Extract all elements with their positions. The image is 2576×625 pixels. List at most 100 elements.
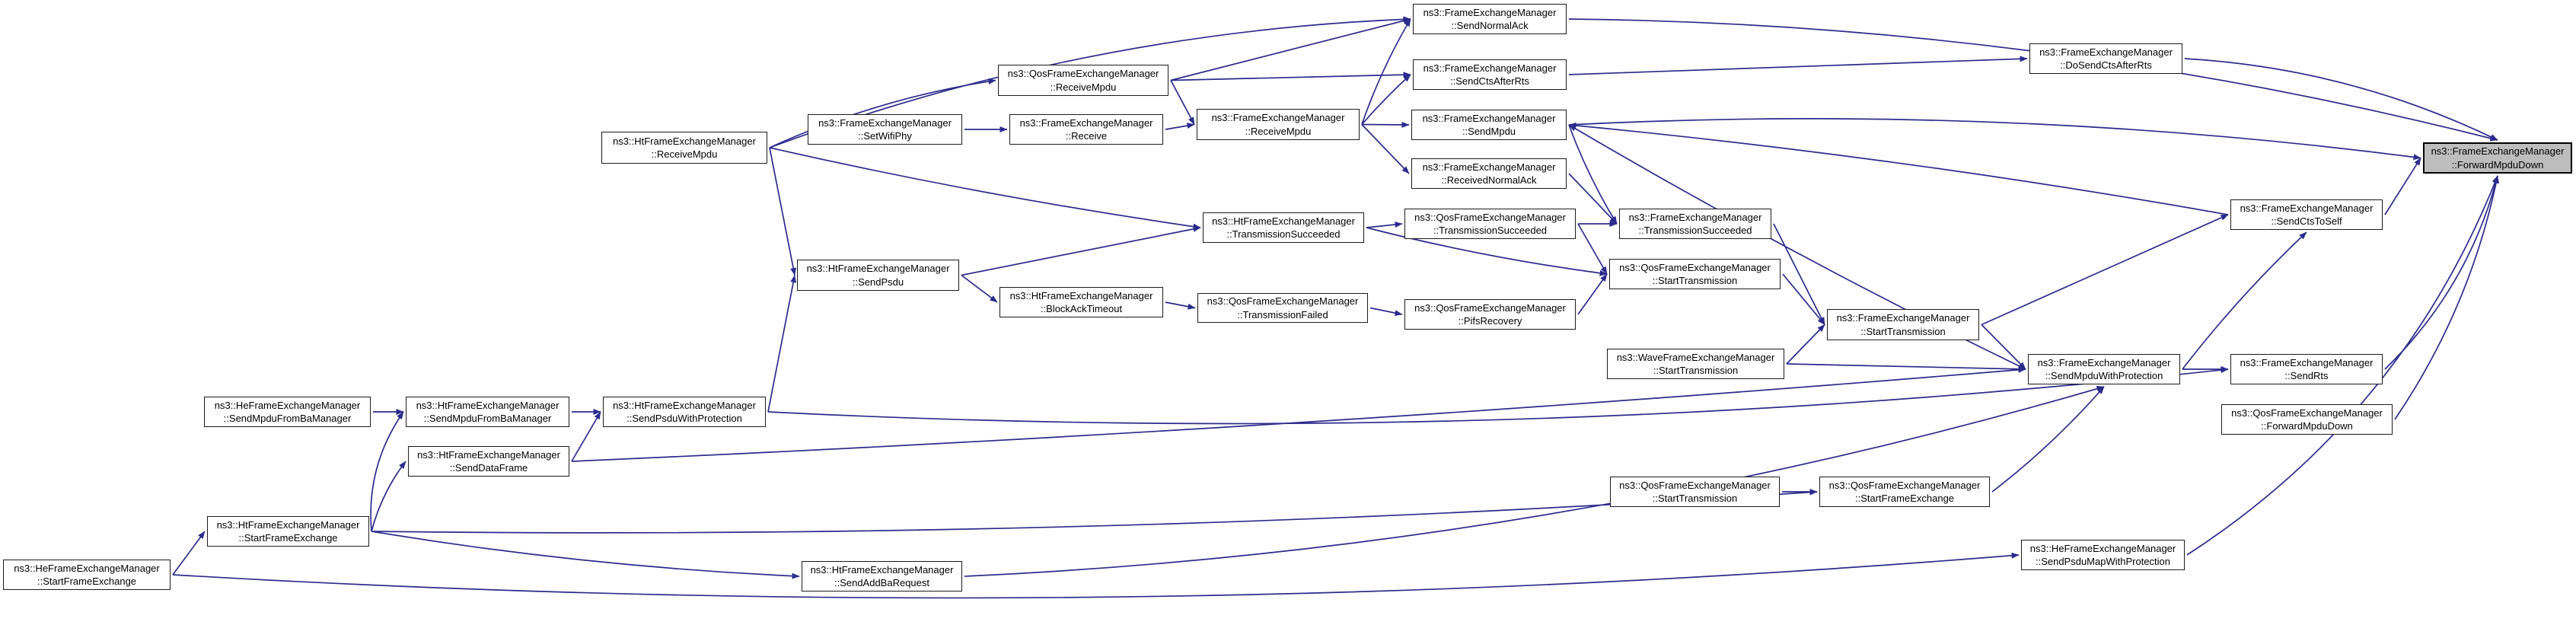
call-edge-ht-send-data-frame--ht-send-psdu-with-protection: [571, 411, 601, 462]
call-edge-ht-start-frame-exchange--ht-send-data-frame: [371, 461, 406, 532]
call-edge-ht-send-psdu-with-protection--ht-send-psdu: [767, 275, 797, 413]
graph-node-send-mpdu[interactable]: ns3::FrameExchangeManager::SendMpdu: [1411, 110, 1567, 140]
graph-node-fem-receive[interactable]: ns3::FrameExchangeManager::Receive: [1009, 114, 1163, 145]
node-method-name: ::PifsRecovery: [1458, 315, 1522, 327]
graph-node-qos-start-transmission-lower[interactable]: ns3::QosFrameExchangeManager::StartTrans…: [1610, 477, 1780, 507]
node-class-name: ns3::FrameExchangeManager: [1836, 312, 1970, 324]
node-class-name: ns3::HtFrameExchangeManager: [417, 448, 560, 461]
graph-node-he-send-psdu-map-with-protection[interactable]: ns3::HeFrameExchangeManager::SendPsduMap…: [2021, 540, 2185, 570]
graph-node-send-mpdu-with-protection[interactable]: ns3::FrameExchangeManager::SendMpduWithP…: [2028, 354, 2180, 384]
graph-node-send-normal-ack[interactable]: ns3::FrameExchangeManager::SendNormalAck: [1413, 4, 1567, 34]
call-edge-ht-send-psdu--ht-block-ack-timeout: [961, 274, 998, 303]
call-edge-ht-send-add-ba-request--send-mpdu-with-protection: [964, 385, 2105, 577]
call-edge-qos-forward-mpdu-down--forward-mpdu-down: [2394, 175, 2500, 420]
node-method-name: ::ForwardMpduDown: [2261, 420, 2353, 432]
graph-node-qos-receive-mpdu[interactable]: ns3::QosFrameExchangeManager::ReceiveMpd…: [998, 65, 1168, 96]
node-method-name: ::ReceivedNormalAck: [1441, 174, 1537, 186]
node-method-name: ::TransmissionSucceeded: [1226, 228, 1341, 240]
graph-node-received-normal-ack[interactable]: ns3::FrameExchangeManager::ReceivedNorma…: [1411, 158, 1567, 189]
graph-node-ht-block-ack-timeout[interactable]: ns3::HtFrameExchangeManager::BlockAckTim…: [999, 287, 1163, 317]
call-edge-fem-transmission-succeeded--fem-start-transmission: [1773, 223, 1825, 325]
call-edge-do-send-cts-after-rts--forward-mpdu-down: [2184, 58, 2498, 141]
graph-node-ht-send-psdu-with-protection[interactable]: ns3::HtFrameExchangeManager::SendPsduWit…: [603, 397, 766, 427]
call-edge-send-normal-ack--forward-mpdu-down: [1568, 18, 2498, 142]
node-method-name: ::SendPsduMapWithProtection: [2035, 556, 2171, 567]
graph-node-set-wifi-phy[interactable]: ns3::FrameExchangeManager::SetWifiPhy: [808, 114, 962, 145]
node-class-name: ns3::HtFrameExchangeManager: [613, 135, 756, 147]
node-method-name: ::ReceiveMpdu: [1245, 125, 1312, 137]
node-class-name: ns3::FrameExchangeManager: [1423, 62, 1557, 74]
graph-node-ht-send-add-ba-request[interactable]: ns3::HtFrameExchangeManager::SendAddBaRe…: [802, 561, 962, 592]
call-edge-send-cts-to-self--send-mpdu: [1568, 122, 2229, 215]
graph-node-qos-start-transmission-upper[interactable]: ns3::QosFrameExchangeManager::StartTrans…: [1609, 259, 1781, 289]
graph-node-ht-transmission-succeeded[interactable]: ns3::HtFrameExchangeManager::Transmissio…: [1203, 212, 1364, 243]
call-edge-ht-send-psdu--ht-transmission-succeeded: [961, 225, 1201, 276]
node-class-name: ns3::QosFrameExchangeManager: [1619, 479, 1771, 491]
node-class-name: ns3::FrameExchangeManager: [1422, 161, 1556, 173]
call-edge-ht-receive-mpdu--qos-receive-mpdu: [769, 78, 996, 148]
call-edge-fem-receive-mpdu--send-cts-after-rts: [1361, 74, 1411, 126]
graph-node-ht-send-psdu[interactable]: ns3::HtFrameExchangeManager::SendPsdu: [797, 260, 959, 291]
node-method-name: ::SendRts: [2284, 370, 2329, 381]
node-class-name: ns3::QosFrameExchangeManager: [1007, 68, 1159, 80]
node-class-name: ns3::HtFrameExchangeManager: [216, 518, 360, 531]
graph-node-qos-transmission-succeeded[interactable]: ns3::QosFrameExchangeManager::Transmissi…: [1404, 209, 1576, 239]
graph-node-wave-start-transmission[interactable]: ns3::WaveFrameExchangeManager::StartTran…: [1607, 349, 1784, 379]
call-edge-ht-send-data-frame--send-mpdu-with-protection: [571, 366, 2026, 462]
graph-node-ht-send-mpdu-from-ba[interactable]: ns3::HtFrameExchangeManager::SendMpduFro…: [406, 397, 569, 427]
node-method-name: ::Receive: [1065, 130, 1108, 142]
call-edge-qos-pifs-recovery--qos-start-transmission-upper: [1577, 273, 1608, 315]
graph-node-fem-transmission-succeeded[interactable]: ns3::FrameExchangeManager::TransmissionS…: [1619, 209, 1771, 239]
call-edge-ht-start-frame-exchange--ht-send-add-ba-request: [371, 531, 800, 579]
graph-node-qos-forward-mpdu-down[interactable]: ns3::QosFrameExchangeManager::ForwardMpd…: [2221, 404, 2393, 435]
call-edge-qos-transmission-failed--qos-pifs-recovery: [1369, 307, 1403, 317]
graph-node-he-send-mpdu-from-ba[interactable]: ns3::HeFrameExchangeManager::SendMpduFro…: [204, 397, 371, 427]
graph-node-fem-receive-mpdu[interactable]: ns3::FrameExchangeManager::ReceiveMpdu: [1197, 109, 1360, 140]
node-class-name: ns3::HtFrameExchangeManager: [1212, 215, 1355, 227]
node-class-name: ns3::HtFrameExchangeManager: [1009, 289, 1153, 301]
node-method-name: ::SendPsdu: [852, 276, 904, 288]
call-edge-send-cts-after-rts--do-send-cts-after-rts: [1568, 56, 2028, 75]
node-class-name: ns3::FrameExchangeManager: [2037, 356, 2171, 368]
node-method-name: ::ForwardMpduDown: [2451, 158, 2544, 171]
node-method-name: ::SendNormalAck: [1451, 20, 1529, 31]
node-method-name: ::SendCtsAfterRts: [1449, 75, 1530, 87]
node-method-name: ::StartTransmission: [1860, 325, 1946, 337]
graph-node-qos-pifs-recovery[interactable]: ns3::QosFrameExchangeManager::PifsRecove…: [1404, 299, 1576, 330]
node-class-name: ns3::HeFrameExchangeManager: [14, 562, 160, 574]
graph-node-forward-mpdu-down[interactable]: ns3::FrameExchangeManager::ForwardMpduDo…: [2423, 142, 2572, 174]
node-method-name: ::SendMpduFromBaManager: [423, 413, 552, 424]
graph-node-fem-start-transmission[interactable]: ns3::FrameExchangeManager::StartTransmis…: [1827, 309, 1979, 340]
node-method-name: ::SendDataFrame: [449, 462, 528, 474]
node-method-name: ::SendMpdu: [1462, 126, 1516, 137]
node-class-name: ns3::QosFrameExchangeManager: [1414, 211, 1566, 223]
call-edge-ht-start-frame-exchange--qos-start-frame-exchange: [371, 489, 1818, 534]
call-edge-send-mpdu--forward-mpdu-down: [1568, 118, 2421, 161]
graph-node-send-rts[interactable]: ns3::FrameExchangeManager::SendRts: [2230, 354, 2383, 384]
graph-node-qos-start-frame-exchange[interactable]: ns3::QosFrameExchangeManager::StartFrame…: [1819, 477, 1990, 507]
node-method-name: ::SendAddBaRequest: [834, 577, 930, 588]
graph-node-send-cts-to-self[interactable]: ns3::FrameExchangeManager::SendCtsToSelf: [2230, 199, 2383, 230]
graph-node-qos-transmission-failed[interactable]: ns3::QosFrameExchangeManager::Transmissi…: [1197, 293, 1368, 323]
node-method-name: ::SendPsduWithProtection: [626, 413, 742, 424]
call-edge-fem-start-transmission--send-mpdu-with-protection: [1981, 324, 2026, 370]
call-edge-ht-receive-mpdu--ht-send-psdu: [769, 147, 797, 276]
call-edge-qos-start-frame-exchange--send-mpdu-with-protection: [1991, 386, 2105, 493]
graph-node-he-start-frame-exchange[interactable]: ns3::HeFrameExchangeManager::StartFrameE…: [3, 560, 171, 590]
call-edge-ht-start-frame-exchange--ht-send-mpdu-from-ba: [370, 411, 404, 532]
graph-node-ht-receive-mpdu[interactable]: ns3::HtFrameExchangeManager::ReceiveMpdu: [601, 132, 767, 164]
node-class-name: ns3::FrameExchangeManager: [2039, 46, 2173, 58]
node-method-name: ::StartTransmission: [1653, 365, 1739, 376]
node-class-name: ns3::QosFrameExchangeManager: [1619, 261, 1771, 273]
node-class-name: ns3::FrameExchangeManager: [1628, 211, 1762, 223]
node-class-name: ns3::HtFrameExchangeManager: [806, 263, 950, 275]
node-method-name: ::BlockAckTimeout: [1040, 303, 1123, 314]
graph-node-send-cts-after-rts[interactable]: ns3::FrameExchangeManager::SendCtsAfterR…: [1413, 59, 1567, 90]
graph-node-ht-send-data-frame[interactable]: ns3::HtFrameExchangeManager::SendDataFra…: [408, 446, 569, 477]
call-edge-fem-receive-mpdu--send-normal-ack: [1361, 18, 1411, 125]
call-edge-fem-receive--fem-receive-mpdu: [1165, 123, 1195, 130]
node-class-name: ns3::FrameExchangeManager: [2431, 145, 2565, 158]
graph-node-ht-start-frame-exchange[interactable]: ns3::HtFrameExchangeManager::StartFrameE…: [207, 516, 369, 547]
graph-node-do-send-cts-after-rts[interactable]: ns3::FrameExchangeManager::DoSendCtsAfte…: [2029, 43, 2182, 74]
